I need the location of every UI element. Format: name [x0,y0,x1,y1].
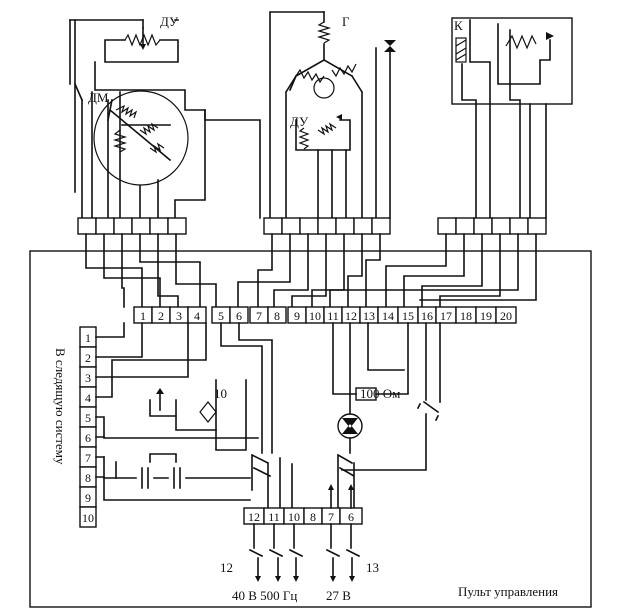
side-terminal-label: 1 [85,331,91,345]
bottom-terminal-label: 8 [310,510,316,524]
resistor-label: 100 Ом [360,386,400,401]
supply-dc-label: 27 В [326,588,351,603]
main-terminal-label: 5 [218,309,224,323]
side-terminal-label: 7 [85,451,91,465]
main-terminal-label: 1 [140,309,146,323]
main-terminal-label: 3 [176,309,182,323]
bottom-terminal-strip: 12 11 10 8 7 6 [243,507,363,525]
bottom-terminal-label: 10 [288,510,300,524]
main-terminal-label: 16 [421,309,433,323]
panel-label: Пульт управления [458,584,558,599]
connector-block-middle [263,217,391,235]
du-mid-label: ДУ [290,114,309,129]
main-terminal-label: 6 [236,309,242,323]
main-terminal-label: 14 [382,309,394,323]
side-terminal-label: 10 [82,511,94,525]
side-terminal-strip: 1 2 3 4 5 6 7 8 9 10 [79,326,97,528]
main-terminal-label: 8 [274,309,280,323]
main-terminal-strip: 1 2 3 4 5 6 7 8 9 10 11 12 13 14 15 16 1… [133,306,517,324]
bottom-terminal-label: 6 [348,510,354,524]
main-harness [85,233,537,308]
bottom-terminal-label: 12 [248,510,260,524]
panel-wiring [95,322,441,509]
main-terminal-label: 9 [294,309,300,323]
supply-ac-label: 40 В 500 Гц [232,588,297,603]
du-top-label: ДУ [160,14,179,29]
main-terminal-label: 10 [309,309,321,323]
main-terminal-label: 18 [460,309,472,323]
g-label: Г [342,14,350,29]
main-terminal-label: 12 [345,309,357,323]
main-terminal-label: 2 [158,309,164,323]
side-label: В следящую систему [53,348,68,465]
side-terminal-label: 2 [85,351,91,365]
main-terminal-label: 13 [363,309,375,323]
k-unit [451,17,573,219]
main-terminal-label: 11 [327,309,339,323]
connector-block-right [437,217,547,235]
dm-label: ДМ [88,90,109,105]
main-terminal-label: 17 [440,309,452,323]
control-panel-frame [29,250,592,608]
main-terminal-label: 15 [402,309,414,323]
element10-label: 10 [214,386,227,401]
connector-block-left [77,217,187,235]
g-unit [269,11,396,219]
main-terminal-label: 19 [480,309,492,323]
side-terminal-label: 3 [85,371,91,385]
k-label: К [454,18,463,33]
bottom-terminal-label: 11 [268,510,280,524]
main-terminal-label: 20 [500,309,512,323]
main-terminal-label: 4 [194,309,200,323]
side-terminal-label: 9 [85,491,91,505]
supply-13-label: 13 [366,560,379,575]
side-terminal-label: 5 [85,411,91,425]
supply-12-label: 12 [220,560,233,575]
dm-unit [69,19,261,219]
side-terminal-label: 6 [85,431,91,445]
side-terminal-label: 4 [85,391,91,405]
side-terminal-label: 8 [85,471,91,485]
supply-wiring [248,484,361,582]
bottom-terminal-label: 7 [328,510,334,524]
main-terminal-label: 7 [256,309,262,323]
